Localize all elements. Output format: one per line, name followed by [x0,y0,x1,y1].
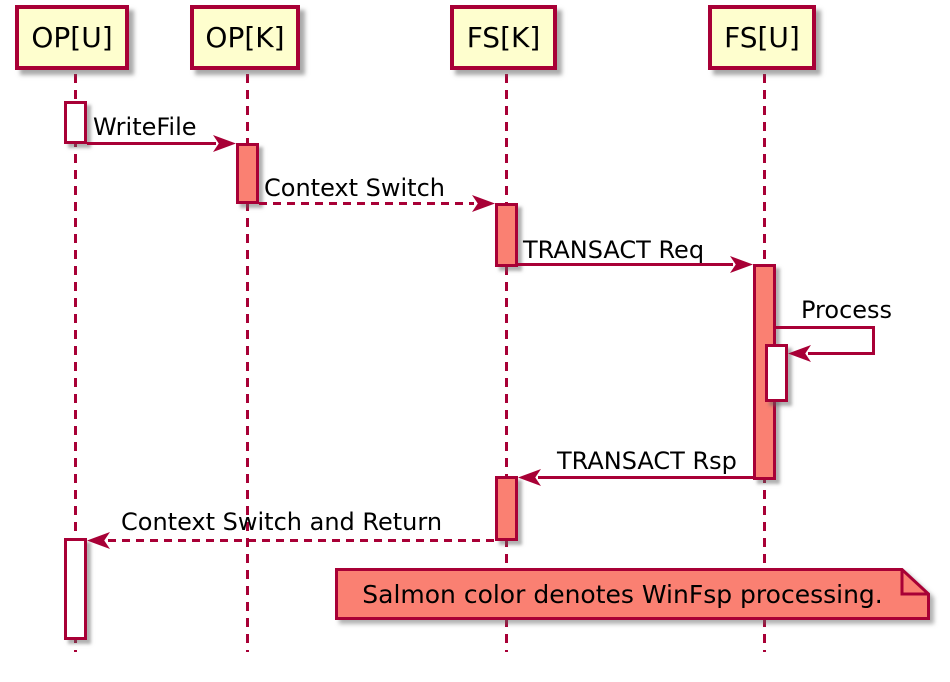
arrowhead-context-switch-icon [472,195,495,212]
note-shape-icon [335,568,930,620]
message-line-process-out [776,326,875,329]
activation-fs-k-response [495,476,518,541]
arrowhead-writefile-icon [213,135,236,152]
activation-fs-k-request [495,203,518,267]
arrowhead-context-switch-return-icon [87,532,110,549]
note-text: Salmon color denotes WinFsp processing. [362,579,883,609]
message-line-transact-rsp [538,476,753,479]
message-label-writefile: WriteFile [93,113,197,141]
note-salmon-legend: Salmon color denotes WinFsp processing. [335,568,930,620]
message-line-process-down [872,326,875,354]
participant-label-fs-k: FS[K] [466,21,541,54]
lifeline-fs-k [505,74,508,652]
message-label-process: Process [801,296,893,324]
participant-box-fs-k: FS[K] [450,5,557,70]
activation-fs-u-process [765,344,788,402]
message-line-process-back [808,352,875,355]
lifeline-op-k [246,74,249,652]
message-label-transact-req: TRANSACT Req [523,236,705,264]
message-line-transact-req [518,263,733,266]
participant-box-op-u: OP[U] [15,5,129,70]
message-label-context-switch: Context Switch [264,174,445,202]
participant-box-fs-u: FS[U] [708,5,816,70]
message-label-context-switch-return: Context Switch and Return [121,508,443,536]
participant-box-op-k: OP[K] [190,5,300,70]
activation-op-u-start [64,101,87,144]
participant-label-op-k: OP[K] [205,21,285,54]
message-label-transact-rsp: TRANSACT Rsp [557,447,737,475]
activation-op-u-return [64,538,87,640]
activation-op-k [236,143,259,204]
participant-label-op-u: OP[U] [31,21,113,54]
lifeline-op-u [74,74,77,652]
message-line-context-switch [259,202,474,205]
message-line-context-switch-return [108,539,495,542]
message-line-writefile [87,142,216,145]
participant-label-fs-u: FS[U] [724,21,800,54]
arrowhead-transact-req-icon [730,256,753,273]
